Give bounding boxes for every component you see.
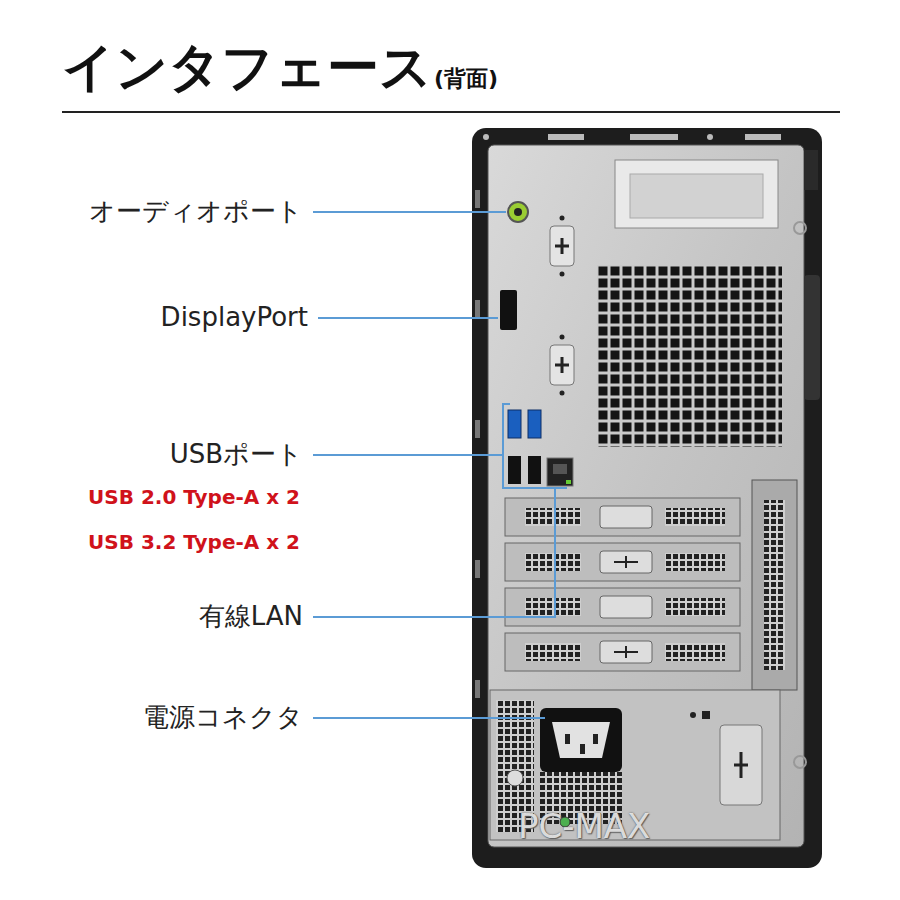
usb-2-port bbox=[508, 456, 521, 484]
fan-grille bbox=[597, 265, 782, 447]
expansion-slots bbox=[505, 480, 797, 690]
watermark: PC-MAX bbox=[518, 806, 650, 847]
audio-jack bbox=[508, 202, 528, 222]
title-rule bbox=[62, 111, 840, 113]
page-title: インタフェース bbox=[62, 36, 432, 98]
port-label: USBポート bbox=[170, 439, 303, 470]
back-panel bbox=[488, 145, 804, 847]
lan-port bbox=[547, 458, 573, 486]
case-frame bbox=[472, 128, 822, 868]
port-spec: USB 2.0 Type-A x 2 bbox=[88, 485, 300, 509]
port-label: 有線LAN bbox=[199, 601, 303, 632]
usb-3-port bbox=[528, 410, 541, 438]
usb-2-port bbox=[528, 456, 541, 484]
port-label: 電源コネクタ bbox=[143, 702, 303, 733]
port-spec: USB 3.2 Type-A x 2 bbox=[88, 530, 300, 554]
displayport bbox=[500, 290, 517, 330]
usb-3-port bbox=[508, 410, 521, 438]
leader-lines bbox=[313, 212, 567, 718]
title-suffix: (背面) bbox=[434, 66, 498, 92]
port-label: オーディオポート bbox=[89, 196, 303, 227]
port-label: DisplayPort bbox=[161, 302, 308, 333]
